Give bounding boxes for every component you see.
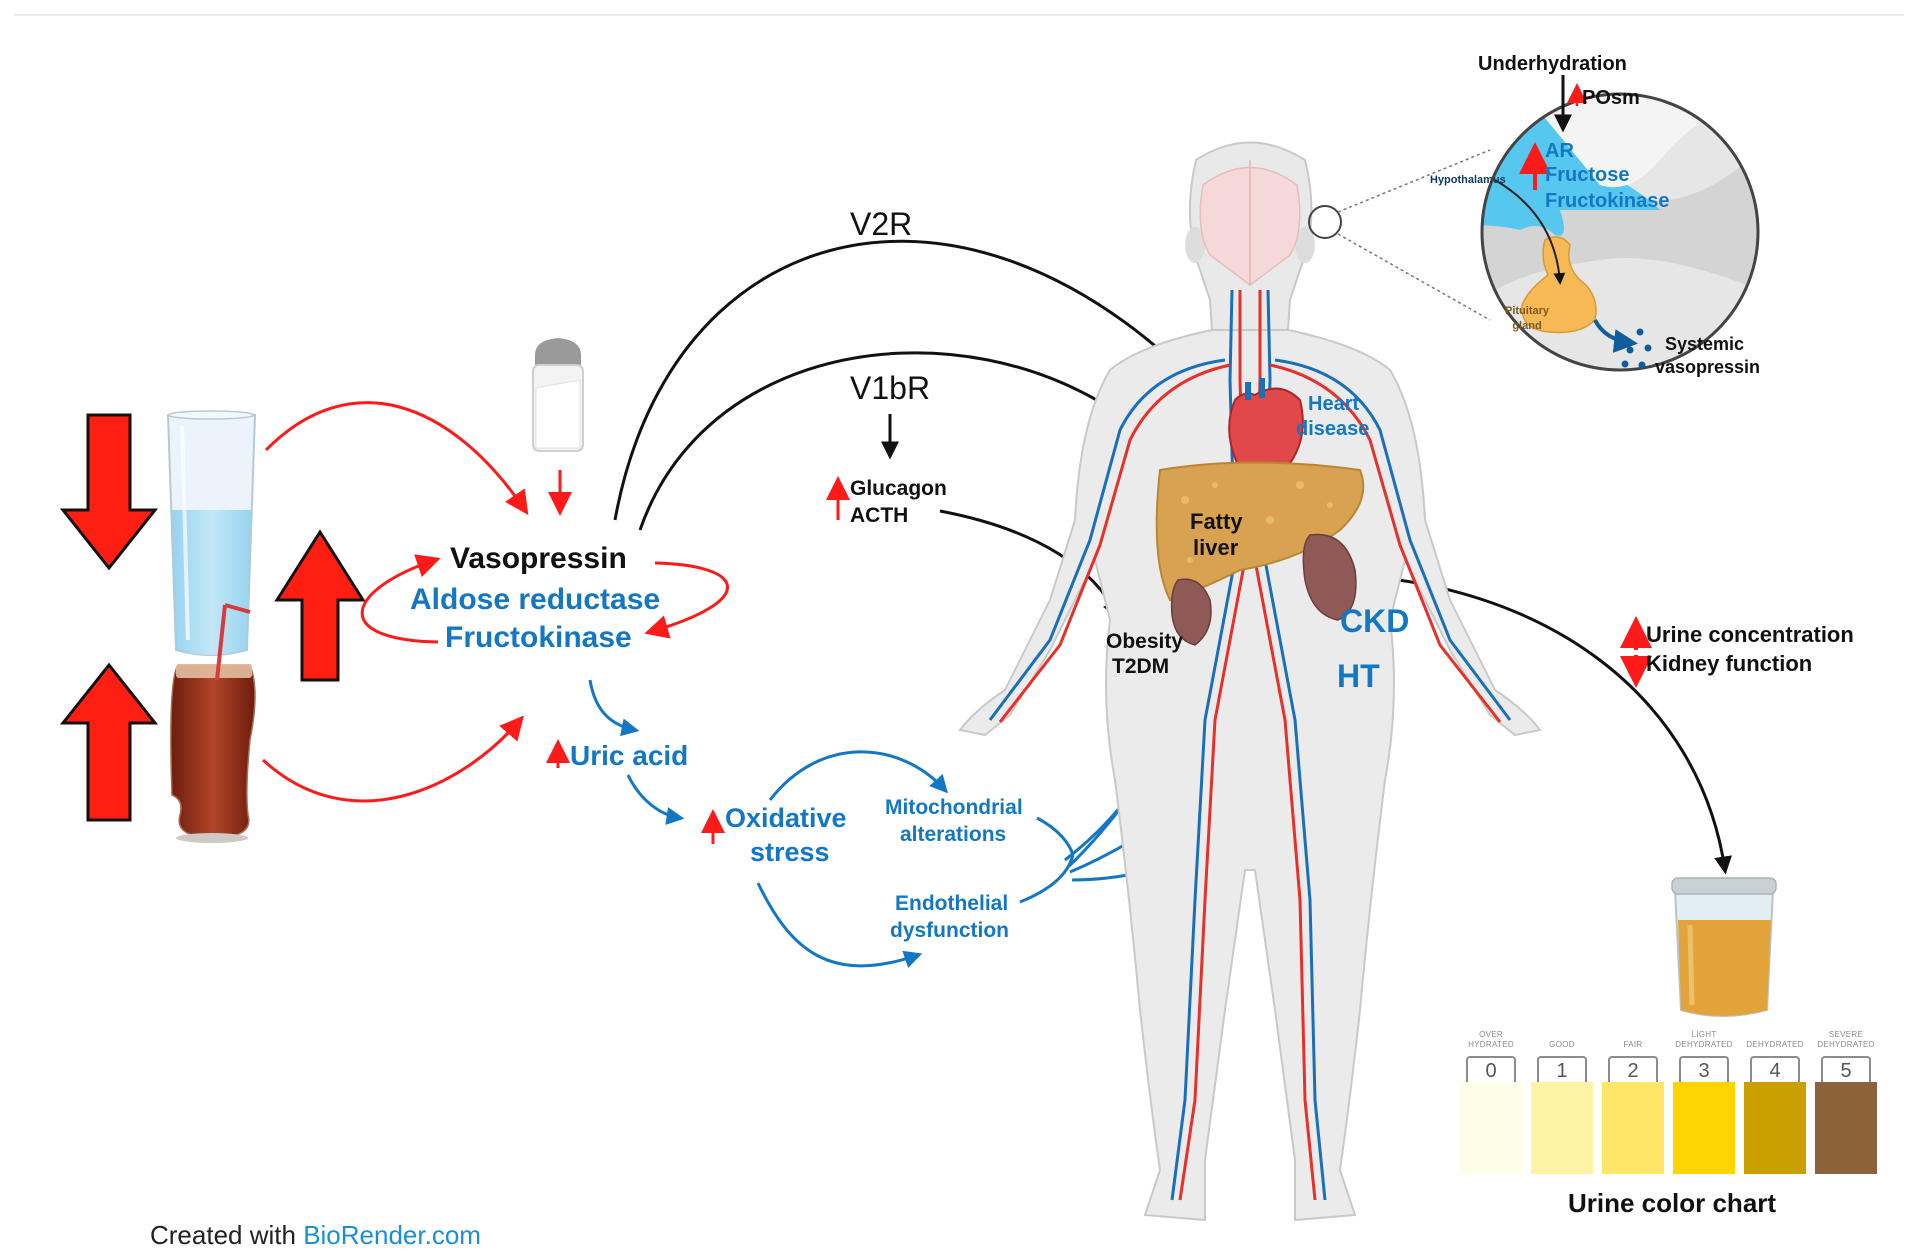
arrow-fructokinase-to-uric-acid	[588, 679, 640, 737]
urine-level-number: 4	[1750, 1056, 1800, 1082]
salt-shaker-icon	[532, 338, 584, 452]
label-hypothalamus: Hypothalamus	[1430, 174, 1506, 186]
label-posm: POsm	[1582, 87, 1640, 109]
urine-level-swatch	[1744, 1082, 1806, 1174]
increase-arrow-soda	[59, 662, 159, 822]
label-ar: AR	[1545, 140, 1574, 162]
label-obesity: Obesity	[1106, 630, 1184, 653]
kidney-right-organ	[1302, 533, 1357, 621]
top-divider	[14, 14, 1904, 16]
label-fructokinase-inset: Fructokinase	[1545, 190, 1670, 212]
label-fatty: Fatty	[1190, 509, 1243, 534]
label-pituitary-2: gland	[1512, 320, 1542, 332]
urine-level-number: 3	[1679, 1056, 1729, 1082]
label-vasopressin-systemic: vasopressin	[1655, 357, 1761, 377]
water-glass-icon	[166, 410, 257, 656]
urine-level-4: DEHYDRATED 4	[1744, 1030, 1806, 1174]
credit-text: Created with	[150, 1220, 304, 1250]
urine-cup-icon	[1671, 877, 1777, 1017]
caption-line-1	[1531, 1030, 1593, 1040]
label-aldose-reductase: Aldose reductase	[410, 583, 661, 616]
urine-level-number: 2	[1608, 1056, 1658, 1082]
kidney-left-organ	[1170, 578, 1212, 646]
credit-line: Created with BioRender.com	[150, 1220, 481, 1251]
label-uric-acid: Uric acid	[570, 740, 689, 771]
caption-line-2: GOOD	[1549, 1040, 1575, 1049]
label-v1br: V1bR	[850, 370, 931, 406]
label-fructose: Fructose	[1545, 164, 1630, 186]
label-mito-2: alterations	[900, 823, 1007, 846]
soda-glass-icon	[170, 603, 256, 843]
decrease-arrow-water	[59, 413, 159, 571]
caption-line-2: HYDRATED	[1468, 1040, 1514, 1049]
label-endo-1: Endothelial	[895, 892, 1009, 915]
urine-level-caption: DEHYDRATED	[1744, 1030, 1806, 1052]
arrow-loop-left	[360, 554, 441, 644]
biorender-link[interactable]: BioRender.com	[303, 1220, 481, 1250]
urine-level-swatch	[1460, 1082, 1522, 1174]
urine-level-number: 5	[1821, 1056, 1871, 1082]
urine-level-caption: GOOD	[1531, 1030, 1593, 1052]
urine-level-1: GOOD 1	[1531, 1030, 1593, 1174]
label-t2dm: T2DM	[1112, 655, 1170, 678]
label-glucagon: Glucagon	[850, 477, 947, 500]
urine-chart-title: Urine color chart	[1568, 1188, 1777, 1218]
label-heart-1: Heart	[1308, 393, 1360, 415]
caption-line-2: DEHYDRATED	[1746, 1040, 1804, 1049]
urine-level-swatch	[1531, 1082, 1593, 1174]
arrow-oxidative-to-mito	[768, 750, 949, 801]
label-underhydration: Underhydration	[1478, 53, 1627, 75]
label-ht: HT	[1337, 658, 1380, 694]
increase-arrow-vasopressin	[274, 529, 366, 682]
caption-line-1: LIGHT	[1691, 1030, 1717, 1039]
caption-line-1: SEVERE	[1828, 1030, 1864, 1039]
arrow-oxidative-to-endothelial	[756, 882, 923, 968]
label-acth: ACTH	[850, 504, 909, 527]
urine-level-2: FAIR 2	[1602, 1030, 1664, 1174]
urine-level-swatch	[1673, 1082, 1735, 1174]
urine-level-number: 0	[1466, 1056, 1516, 1082]
label-pituitary-1: Pituitary	[1504, 305, 1549, 317]
human-body-figure	[958, 141, 1542, 1222]
urine-level-number: 1	[1537, 1056, 1587, 1082]
label-vasopressin: Vasopressin	[450, 542, 627, 575]
label-oxidative-1: Oxidative	[725, 803, 847, 833]
caption-line-2: FAIR	[1623, 1040, 1643, 1049]
caption-line-1: OVER	[1479, 1030, 1503, 1039]
vasopressin-dots	[1616, 328, 1652, 369]
arrow-water-to-vasopressin	[264, 401, 529, 515]
arrow-pituitary-to-systemic	[1593, 319, 1638, 353]
caption-line-1	[1744, 1030, 1806, 1040]
label-urine-concentration: Urine concentration	[1646, 622, 1854, 647]
label-oxidative-2: stress	[750, 837, 830, 867]
label-fructokinase: Fructokinase	[445, 621, 632, 654]
caption-line-2: DEHYDRATED	[1675, 1040, 1733, 1049]
arrow-loop-right	[644, 561, 729, 639]
label-v2r: V2R	[850, 206, 913, 242]
caption-line-1	[1602, 1030, 1664, 1040]
urine-level-swatch	[1602, 1082, 1664, 1174]
label-kidney-function: Kidney function	[1646, 651, 1813, 676]
caption-line-2: DEHYDRATED	[1817, 1040, 1875, 1049]
label-systemic: Systemic	[1665, 334, 1745, 354]
label-endo-2: dysfunction	[890, 919, 1009, 942]
label-liver: liver	[1193, 535, 1239, 560]
label-mito-1: Mitochondrial	[885, 796, 1023, 819]
label-ckd: CKD	[1340, 603, 1410, 639]
urine-level-caption: FAIR	[1602, 1030, 1664, 1052]
label-heart-2: disease	[1296, 418, 1370, 440]
arrow-uric-acid-to-oxidative	[626, 774, 685, 825]
arrow-soda-to-vasopressin	[261, 715, 524, 803]
urine-level-swatch	[1815, 1082, 1877, 1174]
